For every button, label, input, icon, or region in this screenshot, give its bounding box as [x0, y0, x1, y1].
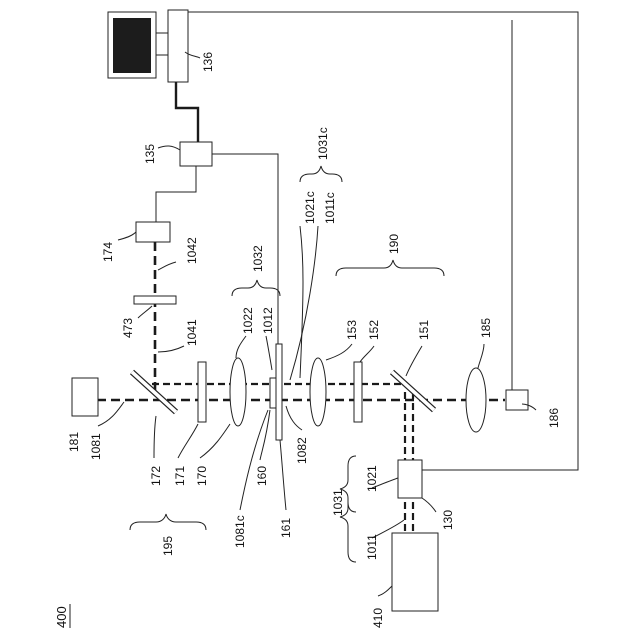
plate-473 [134, 296, 176, 304]
label-1042: 1042 [185, 237, 199, 264]
lens-153 [310, 358, 326, 426]
computer-136 [108, 10, 188, 82]
label-1081c: 1081c [233, 515, 247, 548]
brackets [130, 166, 444, 562]
label-473: 473 [121, 318, 135, 338]
label-160: 160 [255, 466, 269, 486]
label-1031c: 1031c [316, 127, 330, 160]
label-1021: 1021 [365, 465, 379, 492]
label-153: 153 [345, 320, 359, 340]
label-1041: 1041 [185, 319, 199, 346]
label-1011: 1011 [365, 534, 379, 560]
label-130: 130 [441, 510, 455, 530]
label-174: 174 [101, 242, 115, 262]
label-1012: 1012 [261, 307, 275, 334]
modulator-130 [398, 460, 422, 498]
controller-135 [180, 142, 212, 166]
label-1031: 1031 [331, 489, 345, 516]
label-1011c: 1011c [323, 192, 337, 224]
detector-186 [506, 390, 528, 410]
label-185: 185 [479, 318, 493, 338]
label-172: 172 [149, 466, 163, 486]
label-1082: 1082 [295, 437, 309, 464]
label-161: 161 [279, 518, 293, 538]
label-136: 136 [201, 52, 215, 72]
figure-number-text: 400 [54, 606, 69, 628]
figure-number: 400 [54, 604, 70, 628]
label-152: 152 [367, 320, 381, 340]
detector-174 [136, 222, 170, 242]
label-195: 195 [161, 536, 175, 556]
label-151: 151 [417, 320, 431, 340]
label-1081: 1081 [89, 433, 103, 460]
laser-410 [392, 533, 438, 611]
filter-171 [198, 362, 206, 422]
label-1032: 1032 [251, 245, 265, 272]
light-source-181 [72, 378, 98, 416]
label-190: 190 [387, 234, 401, 254]
slide-161 [276, 344, 282, 440]
beam-paths [97, 242, 505, 535]
lens-170 [230, 358, 246, 426]
label-135: 135 [143, 144, 157, 164]
filter-152 [354, 362, 362, 422]
label-410: 410 [371, 608, 385, 628]
label-1021c: 1021c [303, 191, 317, 224]
lens-185 [466, 368, 486, 432]
label-170: 170 [195, 466, 209, 486]
label-181: 181 [67, 432, 81, 452]
label-171: 171 [173, 466, 187, 486]
label-186: 186 [547, 408, 561, 428]
label-1022: 1022 [241, 307, 255, 334]
